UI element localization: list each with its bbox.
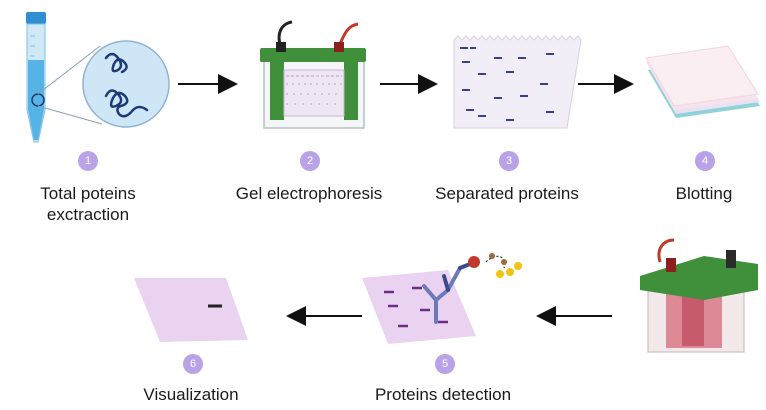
step-label-6: Visualization [143, 385, 239, 404]
step-label-4: Blotting [675, 184, 733, 203]
step-badge-2: 2 [300, 151, 320, 171]
antibody-icon [362, 253, 522, 344]
gel-bands-icon [453, 35, 582, 129]
step-label-5: Proteins detection [374, 385, 512, 404]
membrane-stack-icon [645, 45, 760, 118]
step-label-3: Separated proteins [435, 184, 579, 203]
zoom-circle-icon [37, 40, 170, 128]
step-badge-1: 1 [78, 151, 98, 171]
transfer-tank-icon [640, 238, 758, 353]
step-label-2: Gel electrophoresis [235, 184, 383, 203]
step-badge-4: 4 [695, 151, 715, 171]
step-label-1: Total poteins exctraction [8, 183, 168, 225]
gel-tank-icon [260, 20, 366, 129]
step-label-1-line1: Total poteins [40, 184, 136, 203]
step-label-1-line2: exctraction [46, 205, 130, 224]
step-badge-6: 6 [183, 354, 203, 374]
membrane-result-icon [134, 278, 248, 342]
tube-icon [26, 12, 46, 143]
step-badge-3: 3 [499, 151, 519, 171]
step-badge-5: 5 [435, 354, 455, 374]
